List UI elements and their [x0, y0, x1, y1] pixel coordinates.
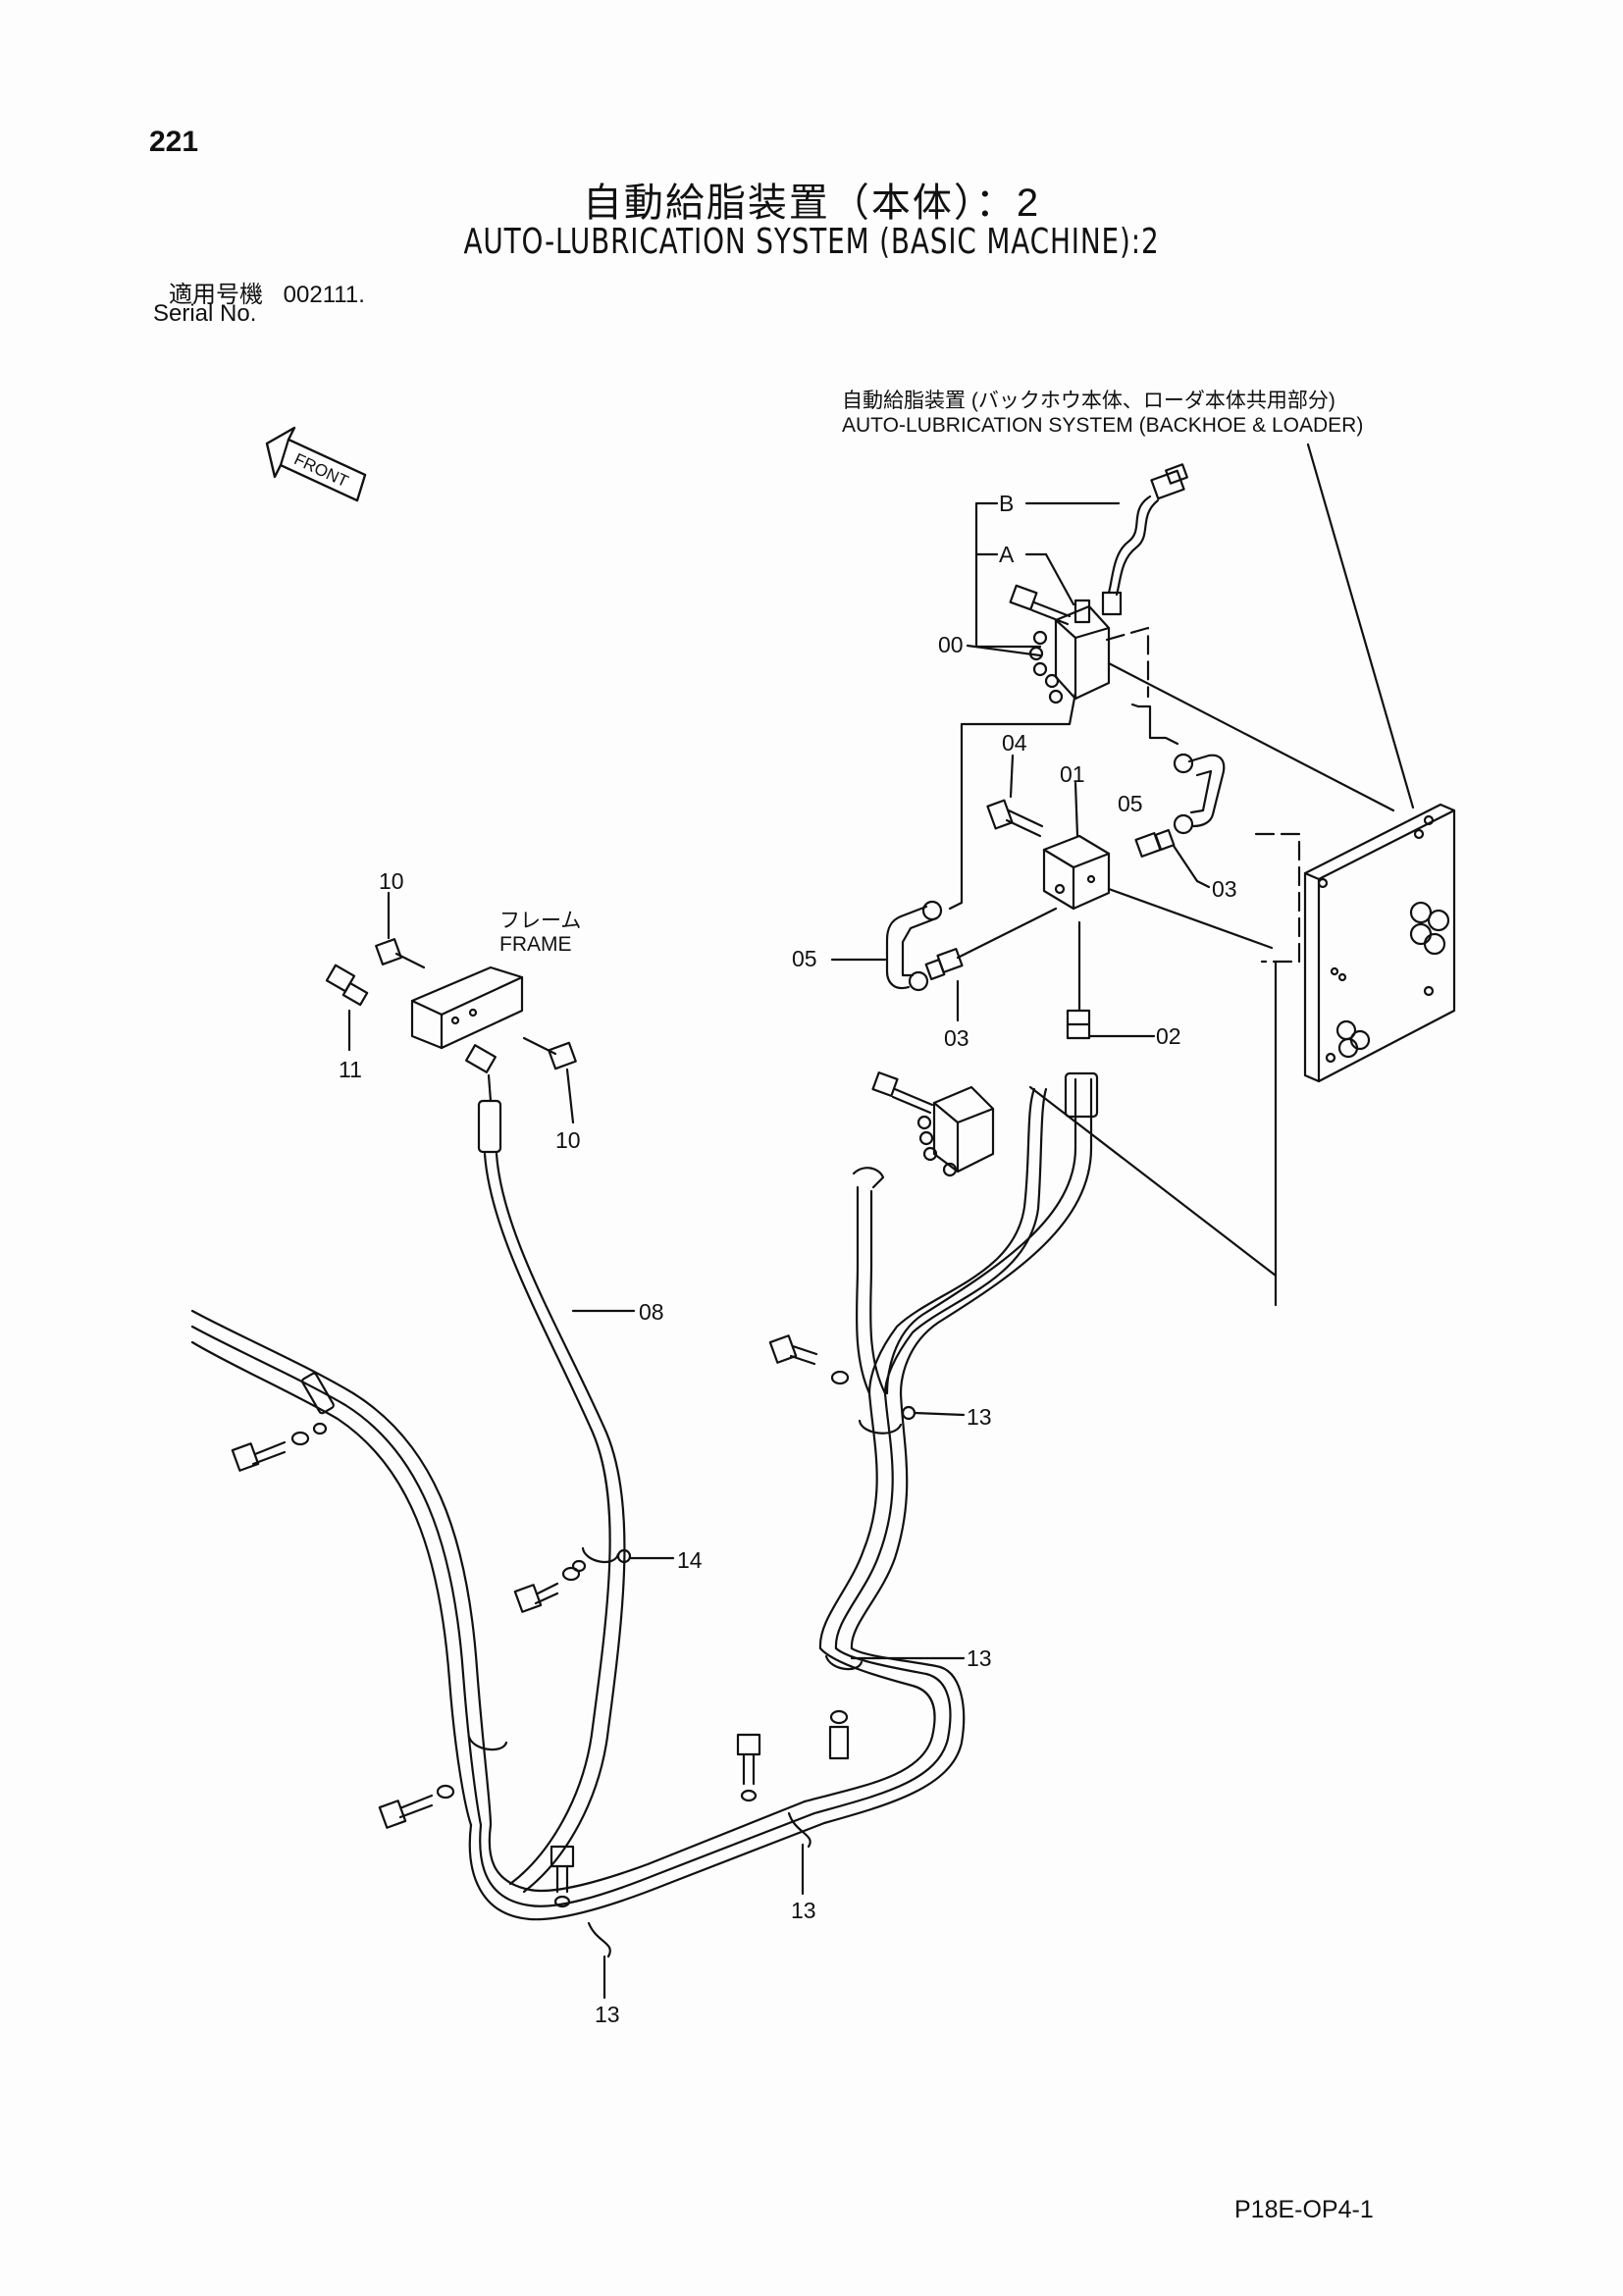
bolt-04	[986, 754, 1044, 838]
callout-00: 00	[938, 632, 964, 657]
callout-10-upper: 10	[379, 868, 404, 894]
title-english: AUTO-LUBRICATION SYSTEM (BASIC MACHINE):…	[463, 222, 1160, 262]
callout-14: 14	[677, 1547, 703, 1573]
sensor-harness	[1101, 463, 1188, 616]
serial-label-jp: 適用号機	[169, 282, 263, 308]
frame-label-jp: フレーム	[499, 910, 582, 932]
callout-01: 01	[1060, 761, 1085, 787]
frame-label-en: FRAME	[499, 933, 572, 956]
callout-b: B	[999, 491, 1015, 516]
title-japanese: 自動給脂装置（本体）：2	[582, 182, 1041, 225]
fitting-03-right	[1134, 828, 1211, 889]
hose-08	[477, 1099, 636, 1894]
callout-13-upper: 13	[967, 1404, 992, 1430]
callout-05-lower: 05	[792, 946, 817, 971]
junction-block-01	[1042, 781, 1111, 911]
callout-03-right: 03	[1212, 876, 1237, 902]
connector-lines	[948, 661, 1395, 1307]
serial-value: 002111.	[283, 282, 365, 308]
front-arrow-icon: FRONT	[265, 426, 367, 502]
a-b-bracket-lines	[966, 501, 1121, 657]
callout-13-bottom: 13	[595, 2002, 620, 2027]
pipe-05-lower	[830, 900, 943, 992]
drawing-code: P18E-OP4-1	[1234, 2196, 1374, 2223]
hidden-connection-lines	[1105, 626, 1301, 964]
assembly-label-jp: 自動給脂装置 (バックホウ本体、ローダ本体共用部分)	[842, 390, 1335, 412]
assembly-leader-line	[1306, 443, 1415, 809]
serial-row: 適用号機 002111.	[169, 275, 365, 309]
pipe-05-upper	[1173, 753, 1226, 835]
callout-13-middle: 13	[791, 1898, 816, 1923]
mounting-plate	[1303, 803, 1456, 1083]
callout-13-right: 13	[967, 1645, 992, 1671]
callout-a: A	[999, 542, 1015, 567]
distributor-block-00	[1009, 584, 1111, 704]
callout-04: 04	[1002, 730, 1027, 756]
fitting-02	[1066, 1009, 1156, 1040]
callout-02: 02	[1156, 1023, 1181, 1049]
hose-bundle-left	[190, 1309, 493, 1827]
bolts-and-washers	[231, 1334, 850, 1908]
callout-03-lower: 03	[944, 1025, 969, 1051]
distributor-block-lower	[871, 1071, 995, 1177]
clamps	[467, 1405, 966, 2000]
hose-bundle-right	[468, 1071, 1099, 1921]
fitting-03-lower	[924, 948, 964, 1022]
page-number: 221	[149, 126, 199, 158]
callout-11: 11	[339, 1057, 362, 1082]
callout-05-upper: 05	[1118, 791, 1143, 816]
frame-bracket	[325, 891, 577, 1124]
assembly-label-en: AUTO-LUBRICATION SYSTEM (BACKHOE & LOADE…	[842, 414, 1364, 437]
callout-08: 08	[639, 1299, 664, 1325]
callout-10-lower: 10	[555, 1127, 581, 1153]
serial-label-en: Serial No.	[153, 300, 257, 327]
